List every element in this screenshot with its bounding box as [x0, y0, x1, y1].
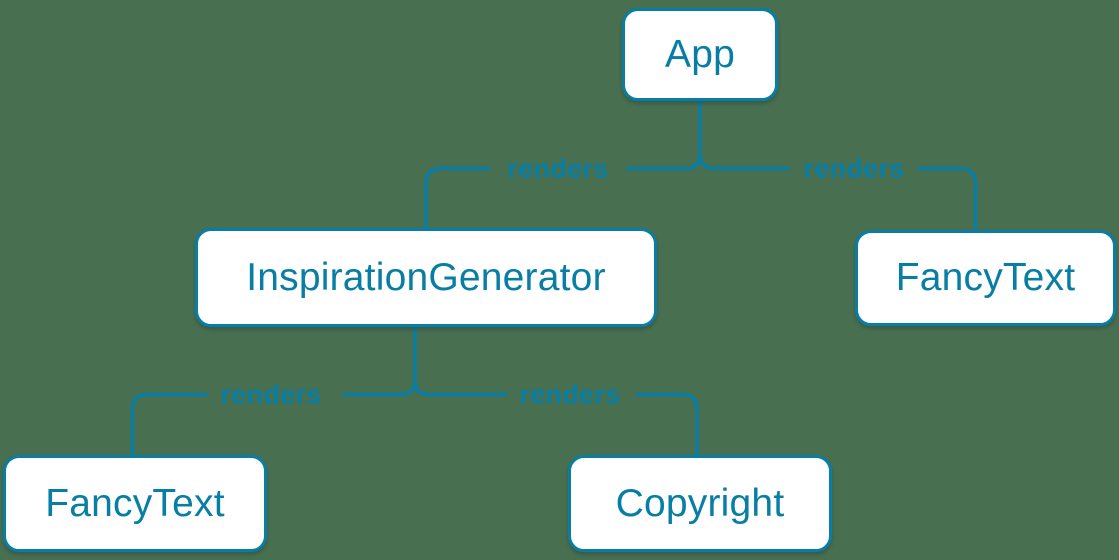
- node-copyright-label: Copyright: [615, 481, 785, 525]
- edge-app-fancytext: [917, 166, 978, 234]
- node-app-label: App: [665, 32, 735, 76]
- edge-label-ig-fancytext: renders: [220, 379, 322, 410]
- edge-app-inspirationgenerator: [424, 166, 491, 231]
- edge-label-app-fancytext: renders: [803, 153, 905, 184]
- edge-label-ig-copyright: renders: [519, 379, 621, 410]
- node-inspiration-generator: InspirationGenerator: [195, 228, 657, 327]
- edge-ig-copyright: [635, 392, 699, 459]
- edge-app-stem-left-fork: [626, 98, 702, 171]
- node-fancy-text-bottom-left: FancyText: [3, 455, 267, 552]
- edge-ig-fancytext: [130, 392, 208, 459]
- edge-app-right-fork: [698, 151, 790, 171]
- edge-label-app-inspirationgenerator: renders: [507, 153, 609, 184]
- node-copyright: Copyright: [568, 455, 832, 552]
- edge-ig-right-fork: [413, 378, 508, 397]
- node-app: App: [622, 8, 778, 101]
- node-inspiration-generator-label: InspirationGenerator: [246, 255, 606, 299]
- node-fancy-text-top-right: FancyText: [855, 230, 1116, 326]
- node-fancy-text-top-right-label: FancyText: [895, 256, 1076, 299]
- node-fancy-text-bottom-left-label: FancyText: [45, 481, 225, 525]
- edge-ig-stem-left-fork: [342, 324, 417, 397]
